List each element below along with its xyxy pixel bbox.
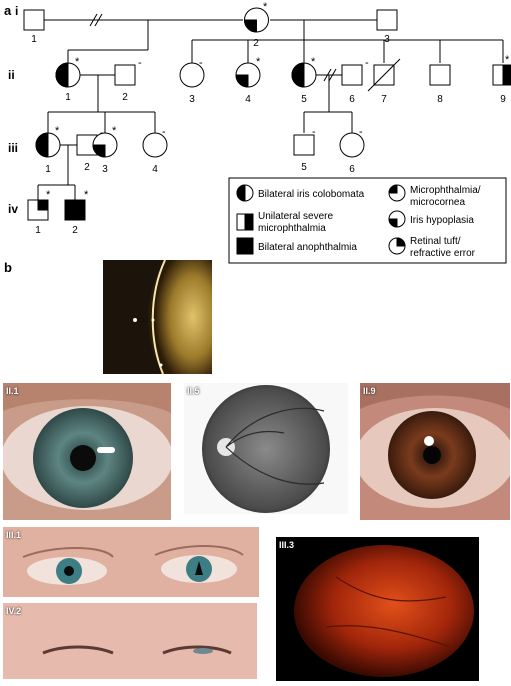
- star-i2: *: [263, 1, 268, 13]
- label-ii6: 6: [349, 94, 355, 105]
- individual-i2-female-iris-hypoplasia: [243, 7, 269, 33]
- star-ii1: *: [75, 56, 80, 68]
- star-iii1: *: [55, 125, 60, 137]
- individual-ii8-male: [429, 64, 451, 86]
- legend-symbol-bilateral-anophthalmia: [236, 237, 254, 255]
- star-iv1: *: [46, 189, 51, 201]
- label-iv2: 2: [72, 225, 78, 236]
- generation-iii-label: iii: [8, 141, 18, 155]
- individual-i1-male: [23, 9, 45, 31]
- label-ii2: 2: [122, 92, 128, 103]
- eye-photo-ii1: II.1: [3, 383, 171, 520]
- individual-ii5-female-coloboma-hypoplasia: [291, 62, 317, 88]
- star-ii9: *: [505, 54, 510, 66]
- photo-label-ii5: II.5: [187, 386, 200, 396]
- label-ii9: 9: [500, 94, 506, 105]
- individual-i3-male: [376, 9, 398, 31]
- minus-iii4: -: [162, 126, 166, 138]
- photo-label-iii3: III.3: [279, 540, 295, 550]
- fundus-photo-iii3: III.3: [276, 537, 479, 681]
- photo-label-ii9: II.9: [363, 386, 376, 396]
- minus-ii6: -: [365, 57, 369, 69]
- panel-a-letter: a: [4, 3, 12, 18]
- individual-ii4-female-iris-hypoplasia: [235, 62, 261, 88]
- legend-symbol-retinal-tuft: [388, 237, 406, 255]
- legend-label-unilateral-1: Unilateral severe: [258, 211, 333, 222]
- individual-ii7-male-deceased: [367, 58, 401, 92]
- divorce-mark-a: [89, 13, 98, 27]
- individual-ii9-male-unilateral-microphthalmia: [492, 64, 511, 86]
- minus-iii2: -: [100, 127, 104, 139]
- divorce-mark-c: [323, 68, 332, 82]
- star-iv2: *: [84, 189, 89, 201]
- fundus-photo-ii5: II.5: [184, 383, 348, 514]
- eye-photo-ii9: II.9: [360, 383, 510, 520]
- legend-label-retinal-tuft-2: refractive error: [410, 248, 476, 259]
- label-iii3: 3: [102, 164, 108, 175]
- eyes-photo-iii1: III.1: [3, 527, 259, 597]
- label-i1: 1: [31, 34, 37, 45]
- label-iii6: 6: [349, 164, 355, 175]
- star-iii3: *: [112, 125, 117, 137]
- label-ii7: 7: [381, 94, 387, 105]
- label-ii4: 4: [245, 94, 251, 105]
- individual-iii3-female-iris-hypoplasia: [92, 132, 118, 158]
- minus-iii5: -: [312, 126, 316, 138]
- individual-ii6-male: [341, 64, 363, 86]
- minus-ii3: -: [199, 57, 203, 69]
- legend-label-anophthalmia: Bilateral anophthalmia: [258, 242, 357, 253]
- individual-iv1-male-iris-hypoplasia: [27, 199, 49, 221]
- individual-iii6-female: [339, 132, 365, 158]
- individual-iii5-male: [293, 134, 315, 156]
- label-ii1: 1: [65, 92, 71, 103]
- individual-ii1-female-coloboma-hypoplasia: [55, 62, 81, 88]
- generation-ii-label: ii: [8, 68, 15, 82]
- legend-label-retinal-tuft-1: Retinal tuft/: [410, 236, 461, 247]
- legend-label-unilateral-2: microphthalmia: [258, 223, 326, 234]
- individual-iii4-female: [142, 132, 168, 158]
- legend-box: [228, 177, 507, 264]
- photo-label-iii1: III.1: [6, 530, 22, 540]
- divorce-mark-b: [94, 13, 103, 27]
- eyes-photo-iv2: IV.2: [3, 603, 257, 679]
- legend-symbol-iris-hypoplasia: [388, 210, 406, 228]
- label-iii2: 2: [84, 162, 90, 173]
- legend-label-microphthalmia-1: Microphthalmia/: [410, 185, 481, 196]
- label-ii5: 5: [301, 94, 307, 105]
- slit-lamp-photo: [103, 260, 212, 374]
- legend-symbol-bilateral-coloboma: [236, 184, 254, 202]
- label-iii4: 4: [152, 164, 158, 175]
- individual-iii1-female-coloboma: [35, 132, 61, 158]
- label-iii1: 1: [45, 164, 51, 175]
- label-ii3: 3: [189, 94, 195, 105]
- individual-ii3-female: [179, 62, 205, 88]
- minus-ii2: -: [138, 57, 142, 69]
- individual-ii2-male: [114, 64, 136, 86]
- individual-iv2-male-bilateral-anophthalmia: [64, 199, 86, 221]
- photo-label-ii1: II.1: [6, 386, 19, 396]
- minus-iii6: -: [359, 126, 363, 138]
- generation-i-label: i: [15, 4, 18, 18]
- label-i2: 2: [253, 38, 259, 49]
- legend-symbol-microphthalmia: [388, 184, 406, 202]
- pedigree-diagram: a i ii iii iv 1 2 3 *: [4, 1, 511, 275]
- legend-symbol-unilateral-microphthalmia: [236, 213, 254, 231]
- generation-iv-label: iv: [8, 202, 18, 216]
- legend-label-bilateral-coloboma: Bilateral iris colobomata: [258, 189, 365, 200]
- divorce-mark-d: [328, 68, 337, 82]
- label-ii8: 8: [437, 94, 443, 105]
- legend-label-iris-hypoplasia: Iris hypoplasia: [410, 215, 474, 226]
- label-iv1: 1: [35, 225, 41, 236]
- photo-label-iv2: IV.2: [6, 606, 22, 616]
- star-ii4: *: [256, 56, 261, 68]
- star-ii5: *: [311, 56, 316, 68]
- label-iii5: 5: [301, 162, 307, 173]
- panel-b-letter: b: [4, 260, 12, 275]
- legend-label-microphthalmia-2: microcornea: [410, 197, 465, 208]
